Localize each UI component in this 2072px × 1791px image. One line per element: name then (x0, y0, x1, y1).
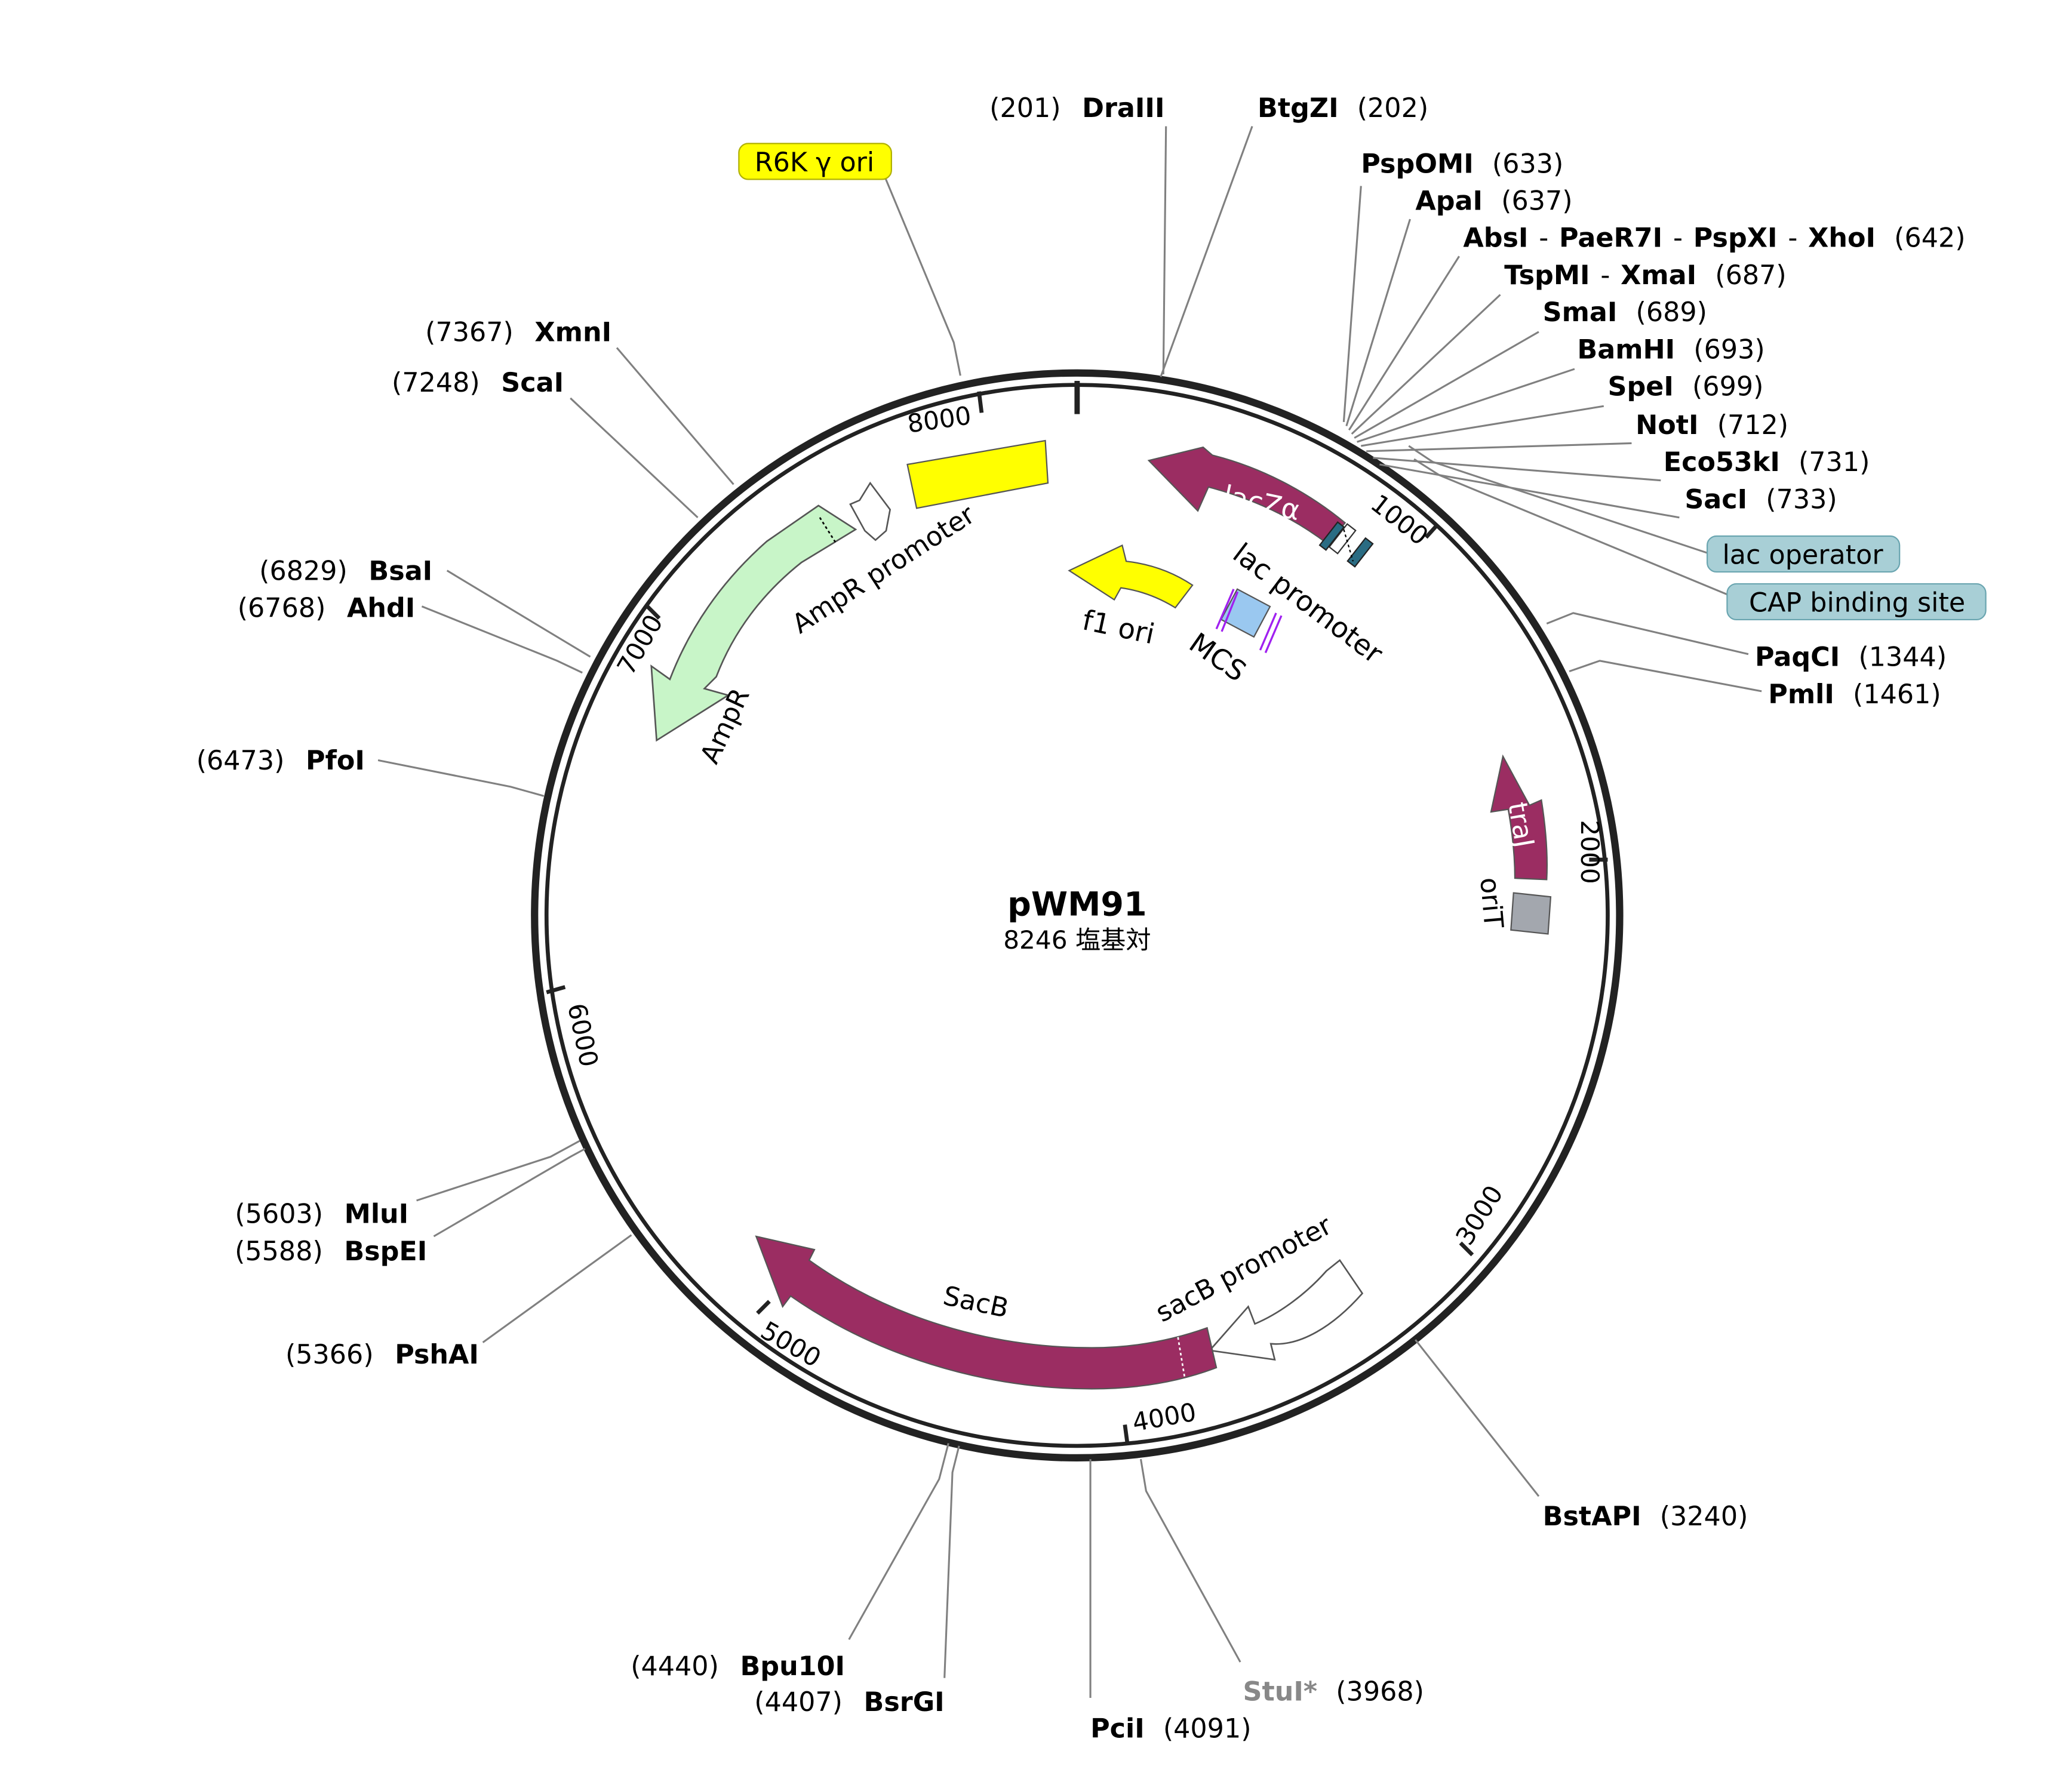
svg-text:lac operator: lac operator (1722, 540, 1883, 571)
site-tspmi-group: TspMI-XmaI(687) (1504, 260, 1787, 291)
leader-lines (377, 125, 1762, 1698)
site-saci: SacI(733) (1684, 484, 1837, 515)
bp-ticks (546, 391, 1608, 1445)
site-bpu10i: (4440)Bpu10I (631, 1651, 845, 1682)
site-bamhi: BamHI(693) (1577, 334, 1764, 365)
tick-5000 (756, 1300, 771, 1315)
tick-label-4000: 4000 (1130, 1397, 1198, 1437)
site-draiii: (201)DraIII (989, 93, 1164, 124)
site-xmni: (7367)XmnI (425, 317, 611, 347)
feature-lac-operator (1347, 537, 1374, 568)
site-btgzi: BtgZI(202) (1258, 93, 1428, 124)
site-mlui: (5603)MluI (235, 1199, 408, 1230)
site-bsai: (6829)BsaI (259, 556, 432, 586)
site-apai: ApaI(637) (1415, 186, 1572, 216)
tick-1000 (1424, 522, 1440, 539)
tick-label-2000: 2000 (1575, 820, 1604, 884)
feature-label-sacb: SacB (940, 1281, 1012, 1324)
site-pshai: (5366)PshAI (285, 1340, 479, 1370)
feature-cap-binding-site (1318, 521, 1345, 551)
svg-text:CAP binding site: CAP binding site (1749, 588, 1965, 618)
site-pmli: PmlI(1461) (1768, 679, 1941, 710)
feature-label-mcs: MCS (1183, 627, 1252, 688)
tick-8000 (977, 391, 984, 413)
feature-sacb (755, 1235, 1218, 1390)
feature-f1-ori (1068, 544, 1194, 609)
site-absi-group: AbsI-PaeR7I-PspXI-XhoI(642) (1463, 223, 1965, 254)
tick-6000 (546, 985, 566, 995)
site-noti: NotI(712) (1636, 410, 1788, 441)
site-stui: StuI*(3968) (1243, 1676, 1424, 1707)
tick-7000 (645, 605, 661, 620)
restriction-site-labels: (201)DraIII BtgZI(202) PspOMI(633) ApaI(… (196, 93, 1966, 1744)
site-pspomi: PspOMI(633) (1361, 149, 1563, 179)
site-bspei: (5588)BspEI (235, 1236, 427, 1267)
feature-r6k-ori (906, 439, 1049, 509)
site-pfoi: (6473)PfoI (196, 746, 365, 776)
tick-label-3000: 3000 (1450, 1180, 1508, 1250)
feature-ampr (650, 504, 857, 742)
site-smai: SmaI(689) (1543, 297, 1707, 328)
site-bstapi: BstAPI(3240) (1543, 1501, 1748, 1532)
feature-ampr-promoter (849, 481, 891, 541)
mcs-cut-marks (1215, 589, 1283, 654)
feature-orit (1510, 892, 1552, 935)
tick-3000 (1459, 1241, 1474, 1257)
site-bsrgi: (4407)BsrGI (754, 1687, 944, 1718)
site-scai: (7248)ScaI (392, 368, 564, 398)
tick-label-8000: 8000 (905, 401, 973, 438)
feature-label-f1-ori: f1 ori (1080, 604, 1157, 651)
feature-lacz-alpha (1147, 446, 1347, 545)
site-paqci: PaqCI(1344) (1755, 642, 1947, 673)
feature-sacb-promoter (1208, 1258, 1364, 1361)
boxed-label-cap-binding-site: CAP binding site (1726, 583, 1987, 621)
site-pcii: PciI(4091) (1090, 1714, 1251, 1744)
feature-label-traj: traJ (1502, 800, 1539, 850)
plasmid-length: 8246 塩基対 (1003, 925, 1151, 955)
plasmid-name: pWM91 (1007, 885, 1146, 924)
svg-text:R6K γ ori: R6K γ ori (755, 147, 875, 178)
feature-label-orit: oriT (1474, 876, 1508, 930)
site-ahdi: (6768)AhdI (238, 593, 416, 623)
feature-traj (1490, 754, 1548, 881)
site-spei: SpeI(699) (1607, 371, 1763, 402)
feature-lac-promoter (1328, 523, 1357, 555)
sacb-promoter-boundary (1177, 1337, 1186, 1377)
boxed-label-r6k-ori: R6K γ ori (738, 143, 892, 180)
boxed-label-lac-operator: lac operator (1706, 535, 1901, 573)
tick-4000 (1123, 1424, 1130, 1445)
site-eco53ki: Eco53kI(731) (1664, 447, 1870, 478)
